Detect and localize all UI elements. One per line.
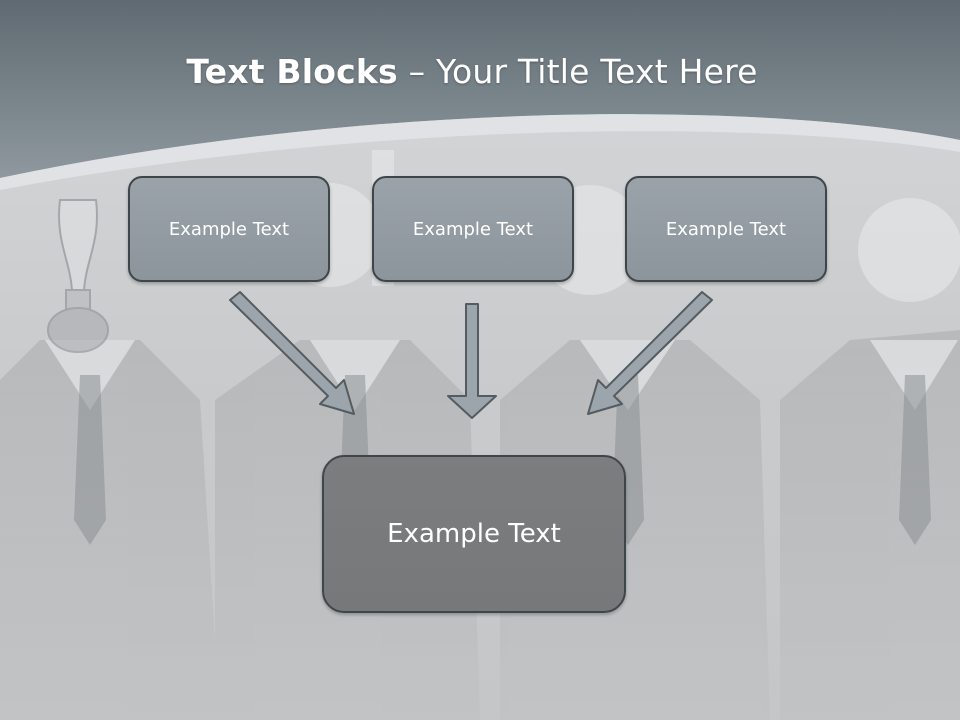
result-text-block-label: Example Text	[387, 519, 561, 549]
text-block-3[interactable]: Example Text	[625, 176, 827, 282]
title-bold-part: Text Blocks	[186, 52, 398, 91]
text-block-1[interactable]: Example Text	[128, 176, 330, 282]
text-block-1-label: Example Text	[168, 218, 290, 240]
slide-title: Text Blocks – Your Title Text Here	[0, 52, 944, 91]
text-block-2-label: Example Text	[412, 218, 534, 240]
text-block-3-label: Example Text	[665, 218, 787, 240]
title-rest-part: – Your Title Text Here	[397, 52, 758, 91]
text-block-2[interactable]: Example Text	[372, 176, 574, 282]
result-text-block[interactable]: Example Text	[322, 455, 626, 613]
